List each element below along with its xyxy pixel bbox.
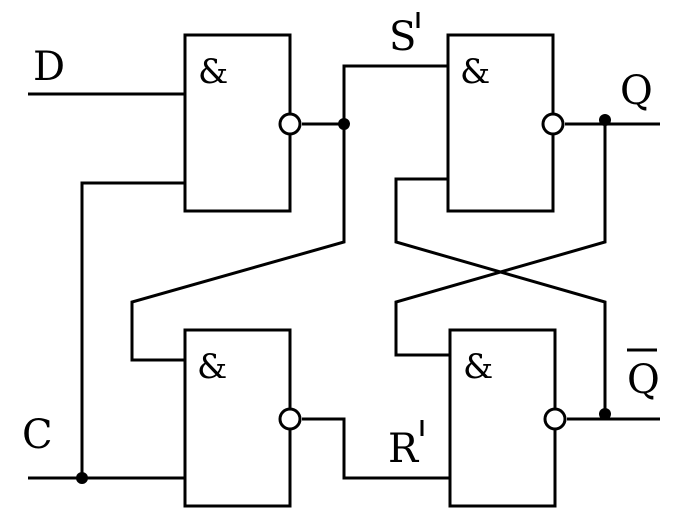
junction-c [76, 472, 88, 484]
wire-q-feedback [394, 124, 607, 357]
gate-symbol-top-left: & [198, 52, 228, 92]
label-q-bar: Q [627, 357, 660, 403]
gate-top-left [183, 33, 292, 213]
label-q: Q [620, 68, 653, 114]
label-r-prime: R [388, 426, 420, 472]
gate-top-right [446, 33, 555, 213]
gate-symbol-bottom-left: & [197, 347, 227, 387]
inverter-bubble-top-right [541, 112, 565, 136]
gate-symbol-top-right: & [460, 52, 490, 92]
wire-qbar-feedback [394, 177, 607, 414]
inverter-bubble-bottom-left [278, 407, 302, 431]
wire-s-prime [342, 64, 448, 124]
gate-bottom-left [183, 328, 292, 508]
label-d: D [33, 44, 65, 90]
junction-q-bar [599, 408, 611, 420]
junction-q [599, 114, 611, 126]
wire-c-to-top-gate [80, 181, 185, 478]
junction-s-prime [338, 118, 350, 130]
wire-s-prime-to-bottom-left [130, 124, 346, 362]
inverter-bubble-bottom-right [543, 407, 567, 431]
gate-symbol-bottom-right: & [463, 347, 493, 387]
label-s-prime: S [389, 14, 416, 60]
wire-r-prime [302, 417, 450, 480]
inverter-bubble-top-left [278, 112, 302, 136]
label-c: C [22, 412, 53, 458]
